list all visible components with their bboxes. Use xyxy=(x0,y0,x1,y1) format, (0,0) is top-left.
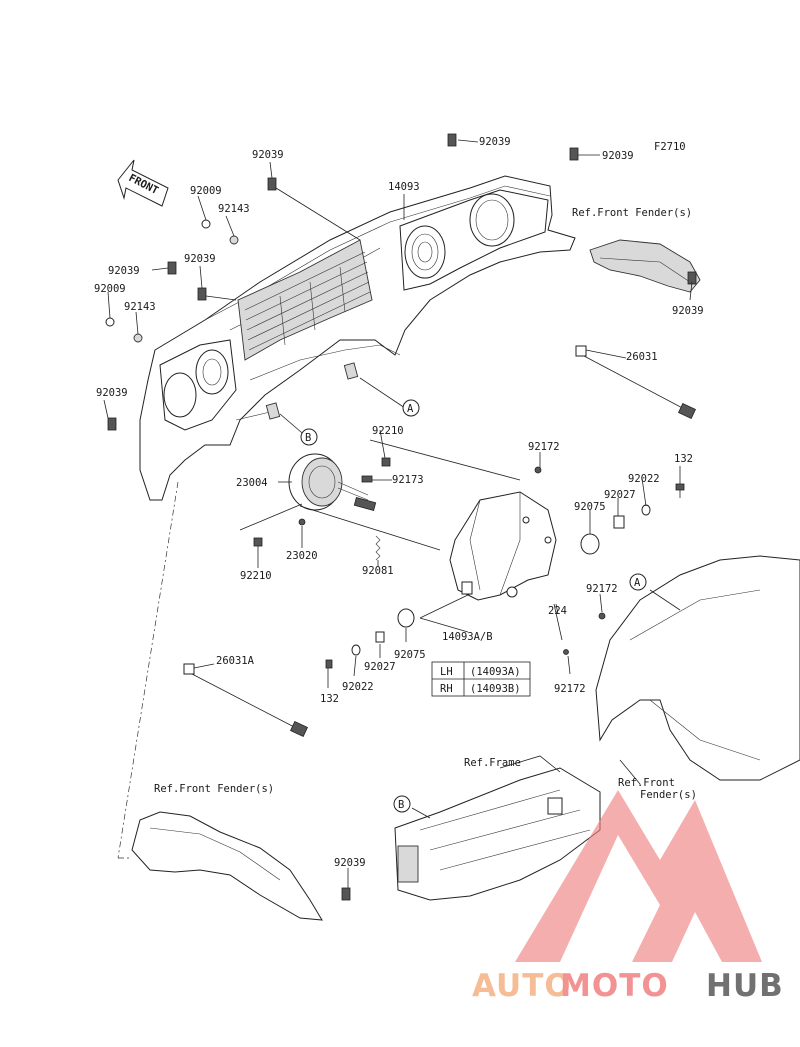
front-fender-upper-right xyxy=(589,239,701,293)
leader-lines xyxy=(103,139,693,888)
wire-harness-26031a xyxy=(183,663,308,738)
part-label: 92081 xyxy=(362,565,394,577)
part-label: 26031 xyxy=(626,351,658,363)
part-labels: 92039 92039 92039 14093 92009 92143 9203… xyxy=(94,136,704,869)
part-label: 92075 xyxy=(394,649,426,661)
hardware-pieces xyxy=(105,133,697,901)
part-label: 23004 xyxy=(236,477,268,489)
part-label: 92039 xyxy=(96,387,128,399)
part-label: 132 xyxy=(674,453,693,465)
part-label: 14093A/B xyxy=(442,631,493,643)
part-label: 92009 xyxy=(94,283,126,295)
table-row-lh-side: LH xyxy=(440,666,453,678)
table-row-lh-part: (14093A) xyxy=(470,666,521,678)
part-label: 92039 xyxy=(108,265,140,277)
svg-text:B: B xyxy=(398,799,404,811)
part-label: 92027 xyxy=(604,489,636,501)
part-label: 92039 xyxy=(479,136,511,148)
part-label: 92172 xyxy=(554,683,586,695)
triangle-logo-icon xyxy=(515,790,762,962)
callout-a-top: A xyxy=(402,399,420,417)
part-label: 92143 xyxy=(218,203,250,215)
part-label: 92039 xyxy=(252,149,284,161)
front-grille-panel xyxy=(139,175,576,501)
part-label: 92172 xyxy=(528,441,560,453)
part-label: 92009 xyxy=(190,185,222,197)
svg-text:A: A xyxy=(407,403,414,415)
callout-b-bottom: B xyxy=(393,795,411,813)
headlamp-unit xyxy=(288,453,377,511)
part-label: 23020 xyxy=(286,550,318,562)
reference-labels: Ref.Front Fender(s) Ref.Front Fender(s) … xyxy=(154,207,697,801)
headlight-bracket xyxy=(449,491,557,601)
ref-front-fender-top: Ref.Front Fender(s) xyxy=(572,207,692,219)
part-label: 92039 xyxy=(672,305,704,317)
part-label: 92022 xyxy=(342,681,374,693)
part-label: 14093 xyxy=(388,181,420,193)
svg-text:A: A xyxy=(634,577,641,589)
ref-front-fender-right-2: Fender(s) xyxy=(640,789,697,801)
front-fender-lower-right xyxy=(595,555,800,781)
variant-table: LH (14093A) RH (14093B) xyxy=(431,661,531,697)
watermark-moto: MOTO xyxy=(560,968,669,1004)
part-label: 26031A xyxy=(216,655,255,667)
ref-front-fender-bottom: Ref.Front Fender(s) xyxy=(154,783,274,795)
automotohub-watermark: AUTO MOTO HUB xyxy=(472,790,784,1004)
frame-section xyxy=(394,767,601,901)
part-label: 92173 xyxy=(392,474,424,486)
part-label: 92022 xyxy=(628,473,660,485)
front-arrow-icon: FRONT xyxy=(117,159,169,207)
part-label: 92210 xyxy=(372,425,404,437)
ref-frame: Ref.Frame xyxy=(464,757,521,769)
figure-code: F2710 xyxy=(654,141,686,153)
part-label: 92039 xyxy=(334,857,366,869)
callout-b-top: B xyxy=(300,428,318,446)
watermark-auto: AUTO xyxy=(472,968,572,1004)
front-fender-lower-left xyxy=(131,811,323,921)
part-label: 92039 xyxy=(184,253,216,265)
part-label: 92075 xyxy=(574,501,606,513)
wire-harness-26031 xyxy=(575,345,696,420)
part-label: 92027 xyxy=(364,661,396,673)
part-label: 92210 xyxy=(240,570,272,582)
part-label: 92039 xyxy=(602,150,634,162)
part-label: 132 xyxy=(320,693,339,705)
table-row-rh-part: (14093B) xyxy=(470,683,521,695)
callout-a-right: A xyxy=(629,573,647,591)
part-label: 92143 xyxy=(124,301,156,313)
table-row-rh-side: RH xyxy=(440,683,453,695)
part-label: 92172 xyxy=(586,583,618,595)
ref-front-fender-right-1: Ref.Front xyxy=(618,777,675,789)
svg-text:B: B xyxy=(305,432,311,444)
part-label: 224 xyxy=(548,605,567,617)
watermark-hub: HUB xyxy=(706,968,784,1004)
